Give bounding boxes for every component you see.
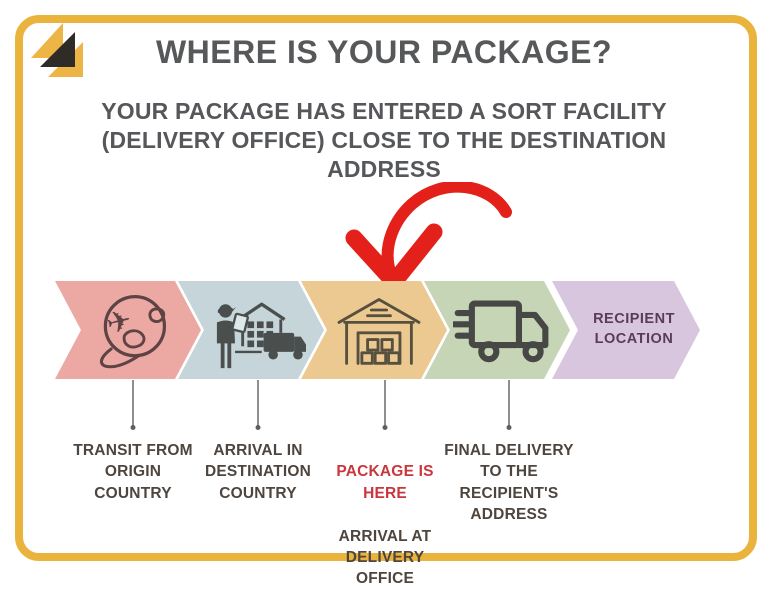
arrival-inspection-icon [206, 289, 306, 371]
status-subtitle: YOUR PACKAGE HAS ENTERED A SORT FACILITY… [101, 98, 667, 183]
caption-delivery-office: PACKAGE IS HERE ARRIVAL AT DELIVERY OFFI… [303, 440, 467, 590]
warehouse-icon [333, 290, 425, 370]
step-recipient-location: RECIPIENT LOCATION [552, 281, 700, 379]
triangles-logo-icon [31, 23, 83, 77]
connector-line [130, 380, 136, 430]
curved-red-arrow-icon [345, 182, 512, 294]
caption-transit-origin: TRANSIT FROM ORIGIN COUNTRY [73, 442, 193, 502]
connector-dot [506, 425, 512, 430]
package-is-here-highlight: PACKAGE IS HERE [336, 463, 434, 502]
connector-line [255, 380, 261, 430]
caption-arrival-destination: ARRIVAL IN DESTINATION COUNTRY [204, 442, 312, 502]
caption-delivery-office-text: ARRIVAL AT DELIVERY OFFICE [338, 527, 432, 588]
caption-final-delivery: FINAL DELIVERY TO THE RECIPIENT'S ADDRES… [444, 442, 574, 524]
globe-airplane-icon: ✈ [89, 290, 177, 370]
step-arrival-destination [178, 281, 324, 379]
connector-line [506, 380, 512, 430]
connector-dot [130, 425, 136, 430]
page-title: WHERE IS YOUR PACKAGE? [155, 34, 613, 70]
connector-dot [255, 425, 261, 430]
recipient-location-label: RECIPIENT LOCATION [593, 311, 675, 347]
connector-line [382, 380, 388, 430]
connector-dot [382, 425, 388, 430]
delivery-truck-icon [453, 292, 551, 368]
